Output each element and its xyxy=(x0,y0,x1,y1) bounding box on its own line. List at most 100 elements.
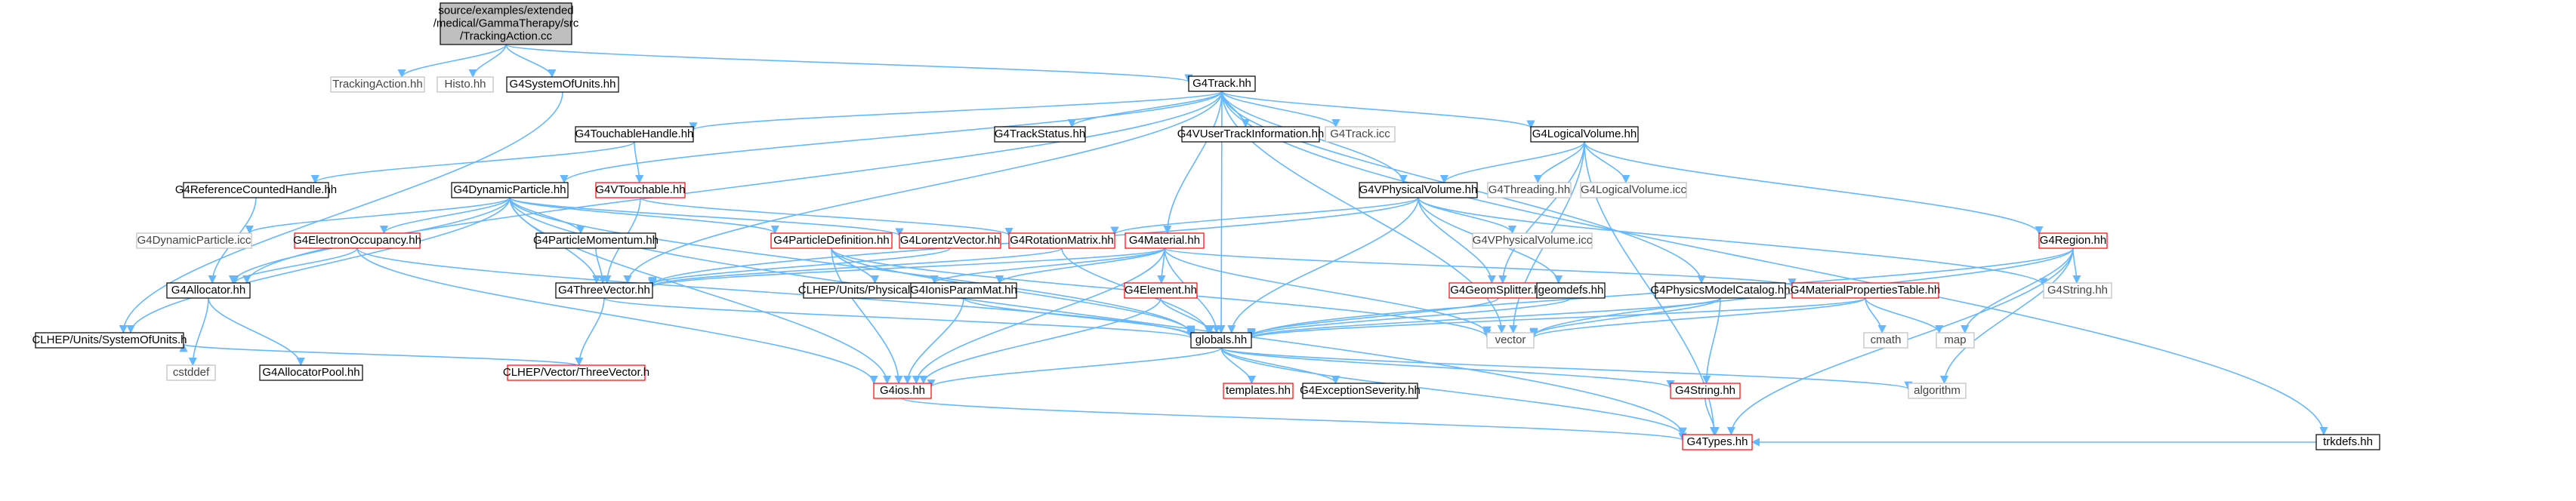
node-g4logicalvolume-hh[interactable]: G4LogicalVolume.hh xyxy=(1530,126,1639,143)
edge-g4electronoccupancy_hh-to-g4ios_hh xyxy=(356,247,878,385)
node-g4element-hh[interactable]: G4Element.hh xyxy=(1124,282,1198,299)
node-box xyxy=(1008,232,1115,249)
node-g4types-hh[interactable]: G4Types.hh xyxy=(1682,434,1753,450)
node-label: G4ParticleMomentum.hh xyxy=(533,234,659,247)
node-box xyxy=(183,182,329,198)
node-g4region-hh[interactable]: G4Region.hh xyxy=(2038,232,2108,249)
node-g4materialpropertiestable-hh[interactable]: G4MaterialPropertiesTable.hh xyxy=(1791,282,1940,299)
node-geomdefs-hh[interactable]: geomdefs.hh xyxy=(1536,282,1606,299)
edge-g4region_hh-to-algorithm xyxy=(1939,247,2074,385)
node-box xyxy=(437,76,494,93)
edge-g4rotationmatrix_hh-to-g4threevector_hh xyxy=(648,247,1063,287)
node-g4referencecountedhandle-hh[interactable]: G4ReferenceCountedHandle.hh xyxy=(175,182,337,198)
node-templates-hh[interactable]: templates.hh xyxy=(1223,383,1294,399)
node-box xyxy=(506,76,619,93)
edge-g4vtouchable_hh-to-g4rotationmatrix_hh xyxy=(640,197,1013,236)
node-g4allocator-hh[interactable]: G4Allocator.hh xyxy=(166,282,251,299)
node-g4threevector-hh[interactable]: G4ThreeVector.hh xyxy=(555,282,653,299)
node-box xyxy=(1190,332,1252,349)
node-box xyxy=(575,126,694,143)
node-g4vusertrackinformation-hh[interactable]: G4VUserTrackInformation.hh xyxy=(1177,126,1325,143)
node-box xyxy=(166,282,251,299)
node-box xyxy=(1325,126,1396,143)
node-g4vphysicalvolume-hh[interactable]: G4VPhysicalVolume.hh xyxy=(1359,182,1478,198)
node-clhep-systemofunits-h[interactable]: CLHEP/Units/SystemOfUnits.h xyxy=(32,332,187,349)
edge-g4allocator_hh-to-g4allocatorpool_hh xyxy=(208,297,305,367)
node-label: G4String.hh xyxy=(2047,284,2108,297)
node-root[interactable]: source/examples/extended/medical/GammaTh… xyxy=(433,2,579,45)
edge-g4dynamicparticle_hh-to-g4particledefinition_hh xyxy=(509,197,779,235)
node-box xyxy=(507,364,646,381)
node-box xyxy=(1670,383,1741,399)
node-g4track-hh[interactable]: G4Track.hh xyxy=(1188,75,1256,92)
node-box xyxy=(1655,282,1786,299)
edge-g4threevector_hh-to-globals_hh xyxy=(603,297,1195,340)
node-label: /TrackingAction.cc xyxy=(460,29,552,42)
edge-g4materialpropertiestable_hh-to-map xyxy=(1865,297,1944,334)
node-g4physicsmodelcatalog-hh[interactable]: G4PhysicsModelCatalog.hh xyxy=(1650,282,1791,299)
node-label: G4ElectronOccupancy.hh xyxy=(293,234,421,247)
node-label: G4Element.hh xyxy=(1124,284,1197,297)
node-g4trackstatus-hh[interactable]: G4TrackStatus.hh xyxy=(994,126,1086,143)
node-g4ios-hh[interactable]: G4ios.hh xyxy=(873,383,932,399)
edge-g4allocator_hh-to-cstddef xyxy=(188,297,209,367)
node-label: algorithm xyxy=(1914,384,1961,397)
node-box xyxy=(1181,126,1320,143)
node-g4material-hh[interactable]: G4Material.hh xyxy=(1124,232,1205,249)
node-label: G4RotationMatrix.hh xyxy=(1010,234,1114,247)
edge-g4element_hh-to-globals_hh xyxy=(1160,297,1215,334)
edge-g4material_hh-to-g4ios_hh xyxy=(912,247,1165,385)
node-label: source/examples/extended xyxy=(438,4,573,17)
node-g4particlemomentum-hh[interactable]: G4ParticleMomentum.hh xyxy=(533,232,659,249)
edge-g4physicsmodelcatalog_hh-to-globals_hh xyxy=(1247,297,1721,339)
node-clhep-threevector-h[interactable]: CLHEP/Vector/ThreeVector.h xyxy=(503,364,649,381)
node-g4dynamicparticle-hh[interactable]: G4DynamicParticle.hh xyxy=(451,182,569,198)
node-g4rotationmatrix-hh[interactable]: G4RotationMatrix.hh xyxy=(1008,232,1115,249)
node-g4string-hh-top: G4String.hh xyxy=(2043,282,2112,299)
node-g4vtouchable-hh[interactable]: G4VTouchable.hh xyxy=(595,182,686,198)
edge-g4material_hh-to-g4ionisparammat_hh xyxy=(995,247,1165,284)
node-g4touchablehandle-hh[interactable]: G4TouchableHandle.hh xyxy=(575,126,694,143)
edge-geomdefs_hh-to-globals_hh xyxy=(1247,297,1572,338)
node-label: G4Region.hh xyxy=(2040,234,2106,247)
node-box xyxy=(2043,282,2112,299)
node-g4string-hh[interactable]: G4String.hh xyxy=(1670,383,1741,399)
node-label: trkdefs.hh xyxy=(2323,435,2373,448)
edge-g4electronoccupancy_hh-to-globals_hh xyxy=(356,247,1195,338)
node-box xyxy=(166,364,216,381)
edge-g4track_hh-to-g4trackstatus_hh xyxy=(1067,91,1223,128)
node-label: G4ParticleDefinition.hh xyxy=(773,234,889,247)
node-box xyxy=(2315,434,2380,450)
edge-g4track_hh-to-g4material_hh xyxy=(1163,91,1223,235)
node-box xyxy=(1936,332,1975,349)
edge-g4ios_hh-to-g4types_hh xyxy=(902,398,1687,441)
node-trkdefs-hh[interactable]: trkdefs.hh xyxy=(2315,434,2380,450)
node-box xyxy=(899,232,1001,249)
node-g4ionisparammat-hh[interactable]: G4IonisParamMat.hh xyxy=(910,282,1017,299)
node-label: G4VPhysicalVolume.hh xyxy=(1359,183,1478,196)
node-g4particledefinition-hh[interactable]: G4ParticleDefinition.hh xyxy=(770,232,893,249)
node-globals-hh[interactable]: globals.hh xyxy=(1190,332,1252,349)
edge-g4touchablehandle_hh-to-g4vtouchable_hh xyxy=(634,141,644,184)
node-g4geomsplitter-hh[interactable]: G4GeomSplitter.hh xyxy=(1448,282,1548,299)
node-box xyxy=(1791,282,1939,299)
node-g4exceptionseverity-hh[interactable]: G4ExceptionSeverity.hh xyxy=(1300,383,1421,399)
node-cstddef: cstddef xyxy=(166,364,216,381)
edge-g4material_hh-to-g4threevector_hh xyxy=(648,247,1165,288)
node-g4lorentzvector-hh[interactable]: G4LorentzVector.hh xyxy=(899,232,1001,249)
node-box xyxy=(451,182,569,198)
node-g4allocatorpool-hh[interactable]: G4AllocatorPool.hh xyxy=(259,364,363,381)
node-label: G4String.hh xyxy=(1675,384,1735,397)
edge-globals_hh-to-g4exceptionseverity_hh xyxy=(1220,347,1340,385)
node-box xyxy=(555,282,653,299)
node-g4systemofunits-hh[interactable]: G4SystemOfUnits.hh xyxy=(506,76,619,93)
node-label: G4DynamicParticle.hh xyxy=(453,183,566,196)
node-vector: vector xyxy=(1486,332,1535,349)
node-g4electronoccupancy-hh[interactable]: G4ElectronOccupancy.hh xyxy=(293,232,421,249)
edge-g4dynamicparticle_hh-to-g4particlemomentum_hh xyxy=(509,197,585,235)
node-label: G4PhysicsModelCatalog.hh xyxy=(1650,284,1790,297)
edge-g4materialpropertiestable_hh-to-vector xyxy=(1529,297,1866,339)
node-label: G4Threading.hh xyxy=(1489,183,1570,196)
edge-globals_hh-to-algorithm xyxy=(1220,347,1913,390)
edge-root-to-histo_hh xyxy=(468,44,507,78)
